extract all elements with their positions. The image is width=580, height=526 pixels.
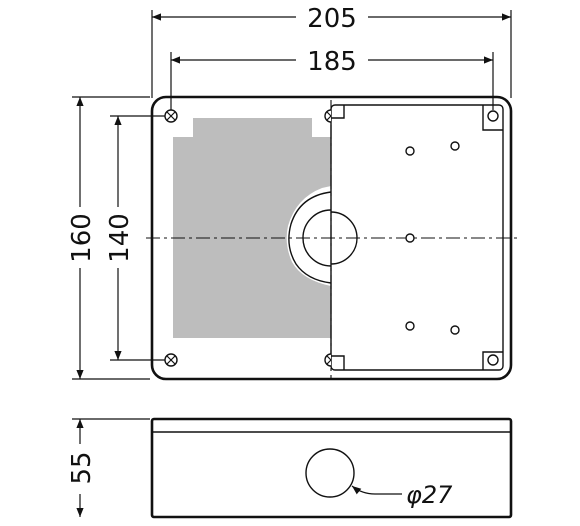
mounting-screw-top-left xyxy=(164,109,178,123)
dimension-label-160: 160 xyxy=(67,213,97,263)
dimension-label-205: 205 xyxy=(307,4,357,34)
mounting-hole-top-right xyxy=(487,110,499,122)
small-hole xyxy=(405,146,415,156)
corner-notch-bottom-left xyxy=(331,355,345,370)
small-hole xyxy=(405,233,415,243)
dimension-mounting-width: 185 xyxy=(170,47,494,110)
mounting-screw-bottom-middle xyxy=(324,353,332,367)
dimension-label-140: 140 xyxy=(105,213,135,263)
dimension-overall-height: 160 xyxy=(67,96,150,380)
small-hole xyxy=(450,325,460,335)
conduit-hole-side xyxy=(305,448,355,498)
dimension-label-55: 55 xyxy=(67,451,97,484)
mounting-screw-bottom-left xyxy=(164,353,178,367)
mounting-hole-bottom-right xyxy=(487,354,499,366)
dimension-label-185: 185 xyxy=(307,47,357,77)
knockout-collar xyxy=(290,193,331,280)
corner-notch-bottom-right xyxy=(482,351,503,370)
dimension-depth: 55 xyxy=(67,418,150,517)
small-hole xyxy=(450,141,460,151)
dimension-label-phi27: φ27 xyxy=(406,481,453,509)
leader-line-phi27 xyxy=(351,485,402,495)
knockout-rim xyxy=(288,191,332,284)
side-view: φ27 xyxy=(150,417,513,519)
mounting-screw-top-middle xyxy=(324,109,332,123)
dimension-mounting-height: 140 xyxy=(105,115,165,361)
dimension-overall-width: 205 xyxy=(151,4,512,98)
corner-notch-top-left xyxy=(331,105,345,119)
small-hole xyxy=(405,321,415,331)
inner-shaded-area xyxy=(173,118,331,338)
top-view xyxy=(146,95,518,381)
corner-notch-top-right xyxy=(482,105,503,131)
